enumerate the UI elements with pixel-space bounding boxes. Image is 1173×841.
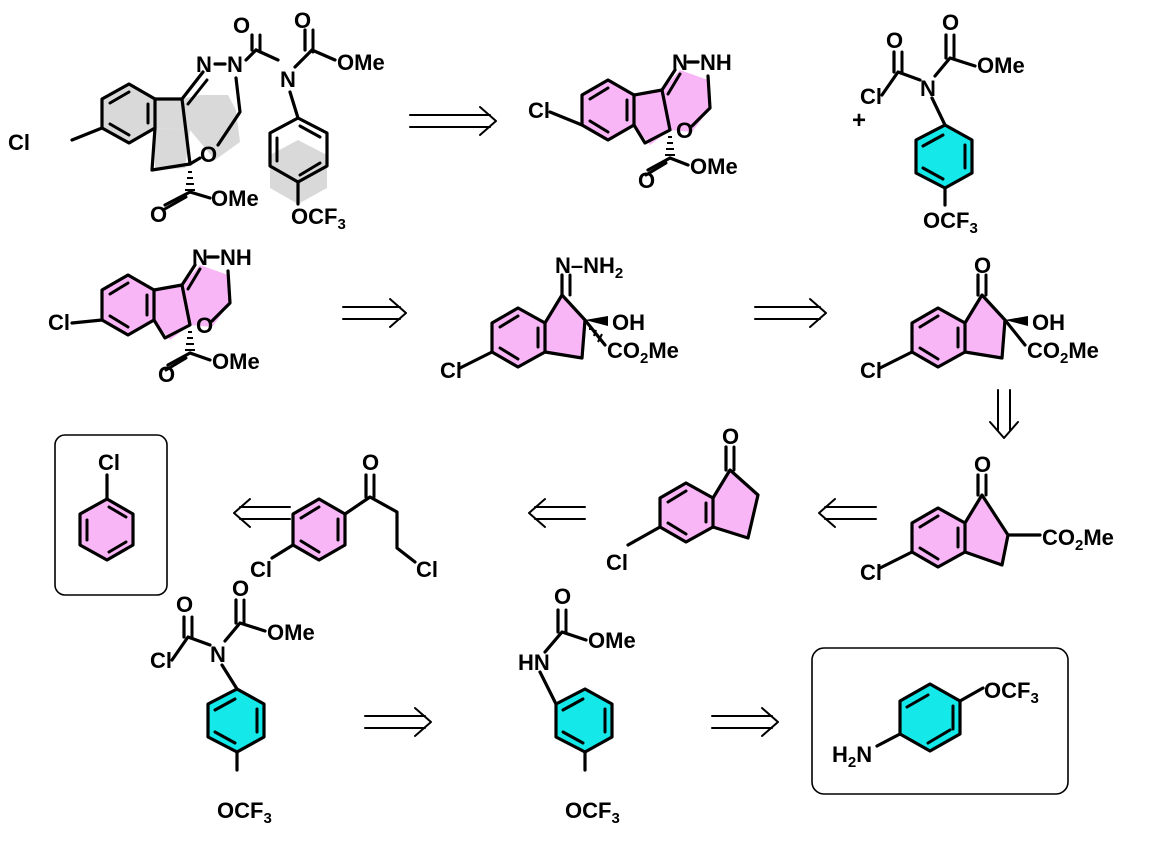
atom-o-ring: O <box>676 118 693 143</box>
molecule-carbamoyl-chloride: OCF3 N Cl O O OMe <box>860 10 1025 237</box>
atom-cl: Cl <box>150 648 172 673</box>
atom-ocf3: OCF3 <box>984 678 1039 707</box>
atom-o-ester: O <box>158 362 175 387</box>
atom-n1: N <box>196 52 212 77</box>
starting-material-box-aniline <box>811 647 1069 795</box>
atom-ome: OMe <box>267 620 315 645</box>
atom-oh: OH <box>612 310 645 335</box>
starting-material-box-chlorobenzene <box>54 434 168 596</box>
retro-arrow-2 <box>342 298 407 328</box>
plus-sign: + <box>852 107 866 134</box>
atom-ome: OMe <box>588 628 636 653</box>
atom-n3: N <box>280 67 296 92</box>
retro-arrow-3 <box>754 298 827 328</box>
atom-hn: HN <box>518 650 550 675</box>
atom-n: N <box>210 642 226 667</box>
atom-cl: Cl <box>48 310 70 335</box>
molecule-carbamate: OCF3 HN O OMe <box>518 584 636 827</box>
molecule-oxadiazine-2: Cl N NH O O OMe <box>48 245 260 387</box>
retro-arrow-6 <box>528 498 586 528</box>
atom-o-carbamate: O <box>294 8 311 33</box>
retro-arrow-7 <box>233 498 291 528</box>
atom-o-urea: O <box>233 13 250 38</box>
molecule-oxadiazine: Cl N NH O O OMe <box>528 50 738 193</box>
atom-cl: Cl <box>440 358 462 383</box>
molecule-hydroxy-ketoester: Cl O OH CO2Me <box>860 253 1099 383</box>
atom-n2: N <box>227 52 243 77</box>
atom-o-carbamate: O <box>232 576 249 601</box>
atom-ome: OMe <box>690 154 738 179</box>
atom-o-ring: O <box>200 142 217 167</box>
atom-co2me: CO2Me <box>1027 338 1099 367</box>
retro-arrow-4 <box>989 389 1019 439</box>
molecule-hydrazone: Cl N–NH2 OH CO2Me <box>440 253 679 383</box>
atom-n: N <box>192 245 208 270</box>
atom-o-ester: O <box>638 168 655 193</box>
retro-arrow-5 <box>818 498 877 528</box>
atom-oh: OH <box>1032 310 1065 335</box>
retro-arrow-1 <box>409 106 497 136</box>
molecule-aniline: OCF3 H2N <box>832 678 1039 771</box>
molecule-chlorobenzene: Cl <box>78 450 135 562</box>
molecule-ketoester: Cl O CO2Me <box>860 452 1114 585</box>
atom-cl: Cl <box>528 98 550 123</box>
atom-ocf3: OCF3 <box>291 204 346 233</box>
atom-co2me: CO2Me <box>607 338 679 367</box>
atom-o-keto: O <box>722 424 739 449</box>
atom-cl-alkyl: Cl <box>416 557 438 582</box>
atom-cl: Cl <box>8 130 30 155</box>
atom-h2n: H2N <box>832 742 872 771</box>
atom-ome-carbamate: OMe <box>337 50 385 75</box>
atom-co2me: CO2Me <box>1042 525 1114 554</box>
atom-ocf3: OCF3 <box>217 798 272 827</box>
molecule-indanone: Cl O <box>606 424 760 575</box>
atom-cl-aryl: Cl <box>250 557 272 582</box>
molecule-chloropropiophenone: Cl O Cl <box>250 450 438 582</box>
atom-ome-ester: OMe <box>211 186 259 211</box>
retro-arrow-8 <box>364 707 432 737</box>
atom-o-keto: O <box>974 253 991 278</box>
atom-o-acyl: O <box>176 592 193 617</box>
atom-o: O <box>554 584 571 609</box>
atom-n: N <box>672 50 688 75</box>
atom-hydrazone: N–NH2 <box>555 253 623 282</box>
atom-o-keto: O <box>362 450 379 475</box>
atom-cl: Cl <box>98 450 120 475</box>
atom-o-carbamate: O <box>942 10 959 35</box>
atom-ocf3: OCF3 <box>923 208 978 237</box>
atom-o-acyl: O <box>886 28 903 53</box>
atom-o-keto: O <box>974 452 991 477</box>
retro-arrow-9 <box>711 707 779 737</box>
atom-ocf3: OCF3 <box>565 798 620 827</box>
atom-cl: Cl <box>606 550 628 575</box>
atom-n: N <box>920 76 936 101</box>
atom-nh: NH <box>220 245 252 270</box>
atom-o-ring: O <box>196 313 213 338</box>
atom-cl: Cl <box>860 358 882 383</box>
atom-ome: OMe <box>212 349 260 374</box>
atom-o-ester: O <box>150 202 167 227</box>
molecule-target: Cl N N O O OMe O N O OMe <box>8 8 385 233</box>
atom-cl: Cl <box>860 560 882 585</box>
atom-ome: OMe <box>977 53 1025 78</box>
atom-nh: NH <box>700 50 732 75</box>
molecule-carbamoyl-chloride-2: OCF3 N Cl O O OMe <box>150 576 315 827</box>
atom-cl: Cl <box>860 84 882 109</box>
